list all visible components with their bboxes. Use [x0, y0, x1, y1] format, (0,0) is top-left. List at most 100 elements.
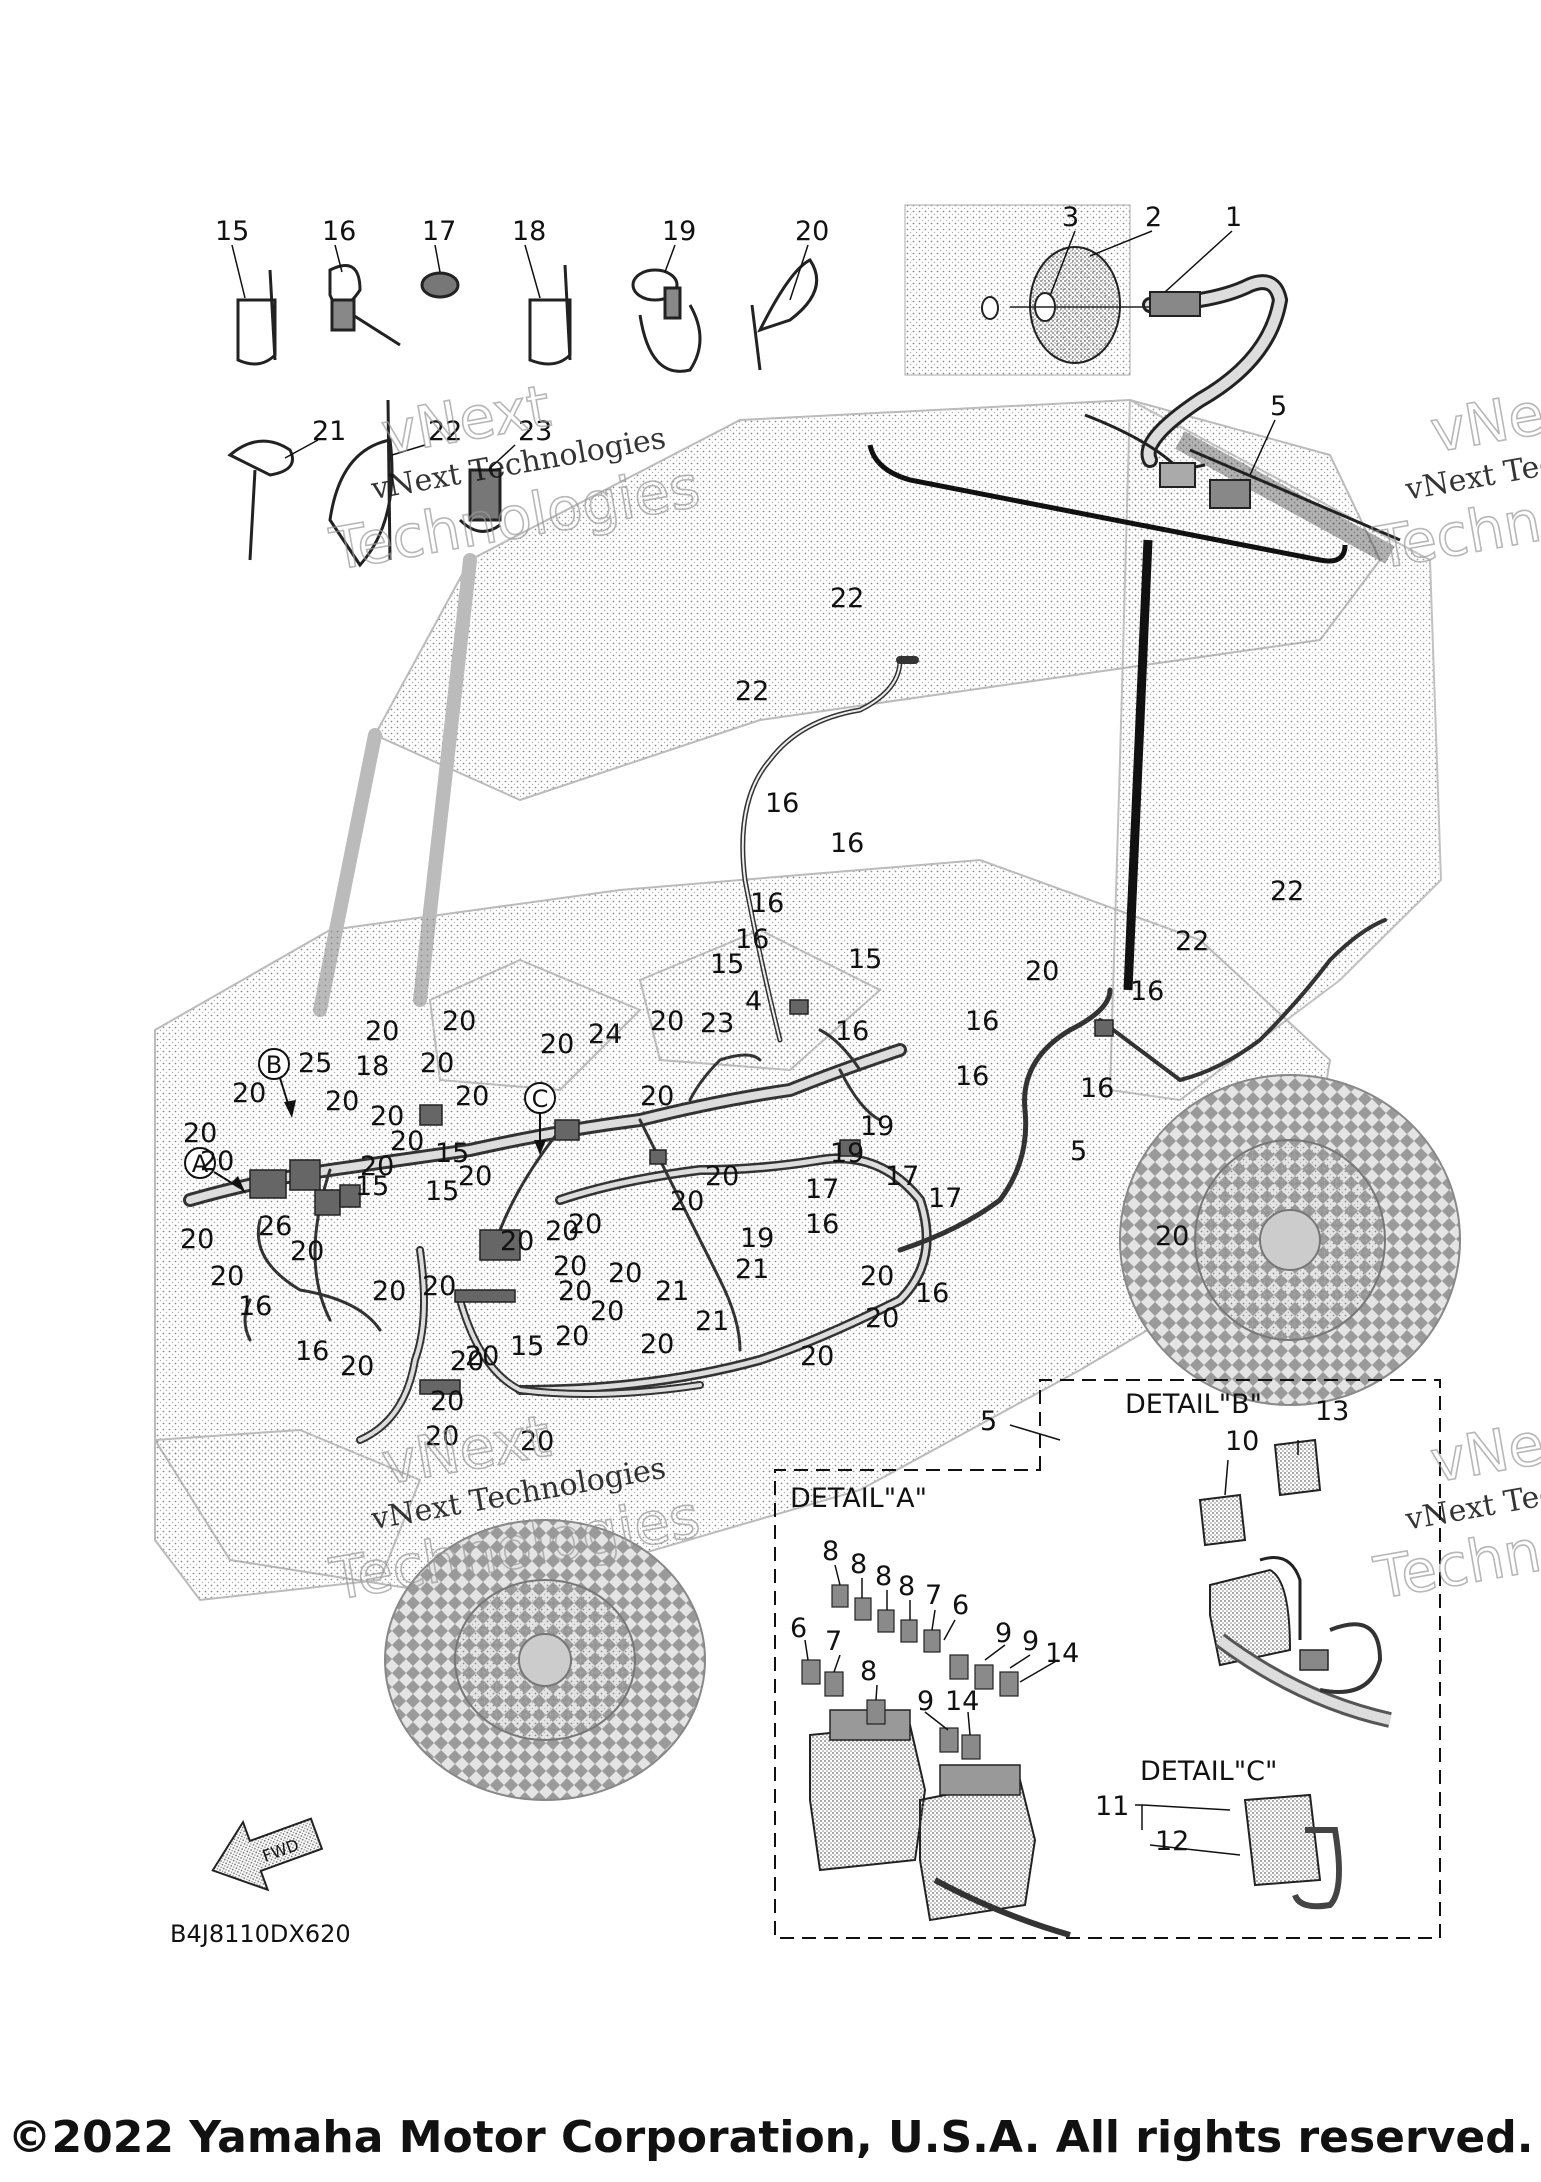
svg-text:17: 17 — [885, 1161, 919, 1192]
svg-text:14: 14 — [945, 1686, 979, 1717]
svg-text:DETAIL"C": DETAIL"C" — [1140, 1756, 1277, 1787]
svg-text:20: 20 — [360, 1151, 394, 1182]
relay-block-right — [919, 1764, 1037, 1922]
marker-c: C — [524, 1082, 556, 1155]
svg-text:18: 18 — [512, 216, 546, 247]
svg-text:11: 11 — [1095, 1791, 1129, 1822]
svg-text:15: 15 — [355, 1171, 389, 1202]
svg-text:20: 20 — [540, 1029, 574, 1060]
svg-text:DETAIL"B": DETAIL"B" — [1125, 1389, 1262, 1420]
svg-text:9: 9 — [917, 1686, 934, 1717]
svg-text:15: 15 — [215, 216, 249, 247]
vehicle-silhouette — [154, 398, 1461, 1801]
svg-text:16: 16 — [1080, 1073, 1114, 1104]
svg-text:20: 20 — [670, 1186, 704, 1217]
svg-text:13: 13 — [1315, 1396, 1349, 1427]
svg-text:20: 20 — [200, 1146, 234, 1177]
svg-text:20: 20 — [553, 1251, 587, 1282]
svg-text:20: 20 — [640, 1329, 674, 1360]
svg-text:20: 20 — [608, 1258, 642, 1289]
part-17-clip — [420, 271, 460, 299]
svg-text:20: 20 — [458, 1161, 492, 1192]
svg-text:20: 20 — [390, 1126, 424, 1157]
svg-text:22: 22 — [428, 416, 462, 447]
svg-text:9: 9 — [1022, 1626, 1039, 1657]
svg-text:20: 20 — [500, 1226, 534, 1257]
svg-text:B: B — [266, 1051, 282, 1079]
svg-text:20: 20 — [232, 1078, 266, 1109]
svg-text:22: 22 — [735, 676, 769, 707]
svg-text:16: 16 — [835, 1016, 869, 1047]
svg-text:8: 8 — [822, 1536, 839, 1567]
svg-text:22: 22 — [1175, 926, 1209, 957]
part-19-clamp — [631, 268, 702, 373]
copyright-notice: ©2022 Yamaha Motor Corporation, U.S.A. A… — [7, 2112, 1534, 2163]
svg-text:19: 19 — [860, 1111, 894, 1142]
svg-text:6: 6 — [952, 1590, 969, 1621]
svg-text:24: 24 — [588, 1019, 622, 1050]
svg-text:20: 20 — [545, 1216, 579, 1247]
svg-text:16: 16 — [238, 1291, 272, 1322]
svg-text:23: 23 — [700, 1008, 734, 1039]
svg-text:20: 20 — [555, 1321, 589, 1352]
drawing-code: B4J8110DX620 — [170, 1920, 351, 1948]
svg-text:21: 21 — [735, 1254, 769, 1285]
svg-text:20: 20 — [465, 1341, 499, 1372]
svg-text:20: 20 — [865, 1303, 899, 1334]
part-18-band — [528, 264, 572, 366]
detail-a: DETAIL"A" — [774, 1379, 1441, 1939]
svg-text:16: 16 — [765, 788, 799, 819]
svg-text:20: 20 — [650, 1006, 684, 1037]
svg-text:20: 20 — [370, 1101, 404, 1132]
svg-text:16: 16 — [1130, 976, 1164, 1007]
svg-text:C: C — [532, 1085, 549, 1113]
front-wheel — [384, 1519, 706, 1801]
svg-text:14: 14 — [1045, 1638, 1079, 1669]
svg-text:20: 20 — [180, 1224, 214, 1255]
svg-text:7: 7 — [825, 1626, 842, 1657]
detail-c: DETAIL"C" — [1135, 1756, 1342, 1910]
svg-text:20: 20 — [705, 1161, 739, 1192]
svg-text:20: 20 — [183, 1118, 217, 1149]
svg-text:20: 20 — [420, 1048, 454, 1079]
svg-text:10: 10 — [1225, 1426, 1259, 1457]
svg-text:1: 1 — [1225, 202, 1242, 233]
svg-text:19: 19 — [662, 216, 696, 247]
svg-text:17: 17 — [805, 1174, 839, 1205]
detail-b-callouts: 10 13 — [1225, 1396, 1349, 1457]
svg-text:16: 16 — [965, 1006, 999, 1037]
svg-text:16: 16 — [830, 828, 864, 859]
svg-text:19: 19 — [830, 1138, 864, 1169]
svg-text:20: 20 — [795, 216, 829, 247]
svg-text:22: 22 — [830, 583, 864, 614]
fwd-arrow: FWD — [211, 1817, 324, 1892]
detail-c-callouts: 11 12 — [1095, 1791, 1189, 1857]
svg-text:20: 20 — [455, 1081, 489, 1112]
svg-text:9: 9 — [995, 1618, 1012, 1649]
svg-text:20: 20 — [425, 1421, 459, 1452]
svg-text:5: 5 — [980, 1406, 997, 1437]
svg-text:17: 17 — [928, 1183, 962, 1214]
svg-text:16: 16 — [735, 924, 769, 955]
svg-text:20: 20 — [290, 1236, 324, 1267]
svg-text:5: 5 — [1070, 1136, 1087, 1167]
svg-text:20: 20 — [558, 1276, 592, 1307]
part-20-tie — [750, 258, 819, 371]
clip-parts-row — [227, 258, 819, 568]
top-callouts: 15 16 17 18 19 20 21 22 23 3 2 1 5 — [215, 202, 1287, 476]
svg-text:15: 15 — [425, 1176, 459, 1207]
svg-text:21: 21 — [655, 1276, 689, 1307]
svg-text:20: 20 — [800, 1341, 834, 1372]
sensor-inset — [904, 204, 1401, 564]
svg-text:18: 18 — [355, 1051, 389, 1082]
svg-text:17: 17 — [422, 216, 456, 247]
svg-text:4: 4 — [745, 986, 762, 1017]
svg-text:20: 20 — [520, 1426, 554, 1457]
svg-text:20: 20 — [1025, 956, 1059, 987]
detail-a-callouts: 8 8 8 8 7 6 6 7 8 9 9 14 9 14 — [790, 1536, 1079, 1717]
svg-text:16: 16 — [955, 1061, 989, 1092]
svg-text:12: 12 — [1155, 1826, 1189, 1857]
harness-connectors — [249, 999, 1114, 1395]
svg-text:7: 7 — [925, 1580, 942, 1611]
svg-text:20: 20 — [450, 1346, 484, 1377]
